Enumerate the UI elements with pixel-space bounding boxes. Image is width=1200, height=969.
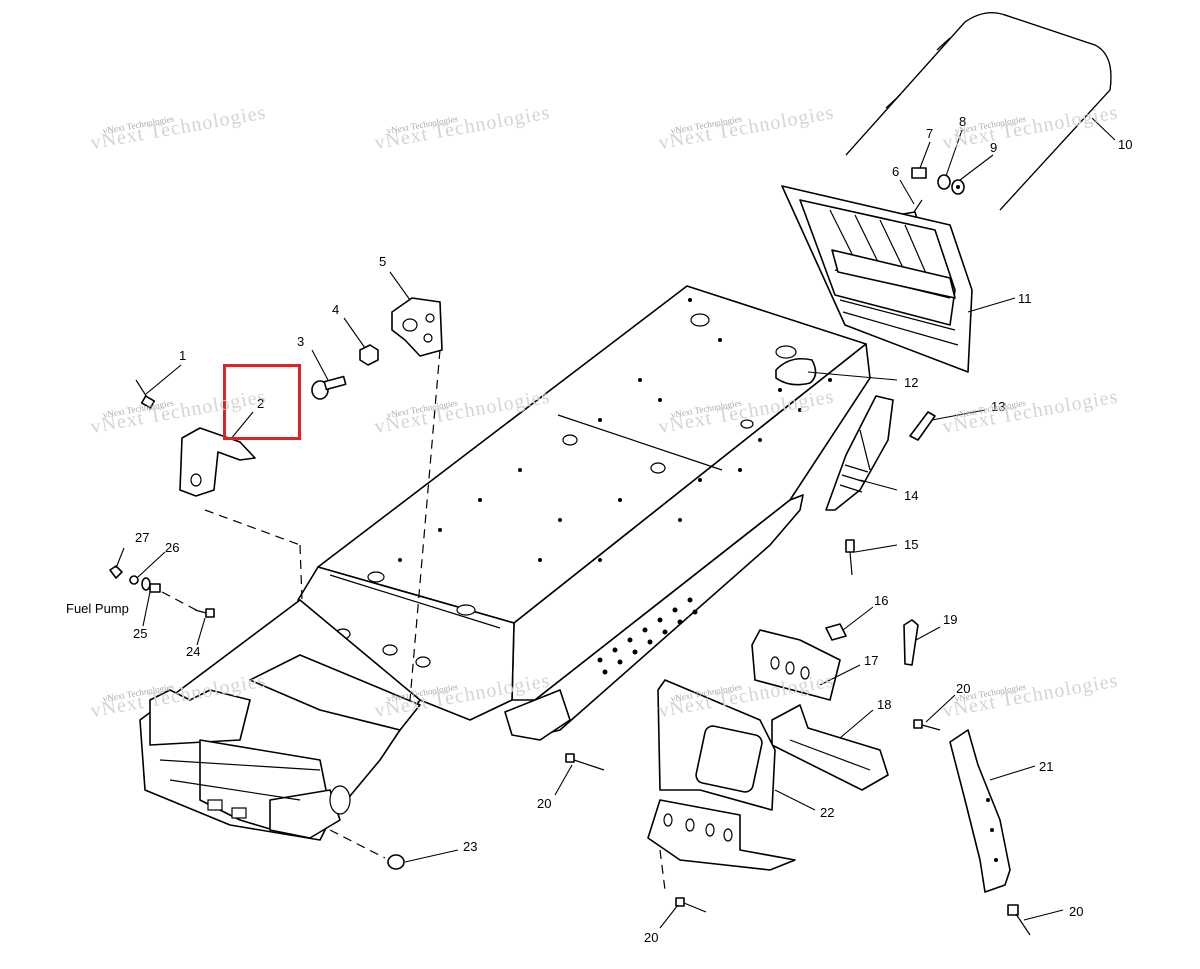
callout-15: 15	[904, 537, 919, 552]
fuel-pump-label: Fuel Pump	[66, 601, 129, 616]
callout-26: 26	[165, 540, 180, 555]
callout-17: 17	[864, 653, 879, 668]
callout-4: 4	[332, 302, 340, 317]
callout-20-c: 20	[644, 930, 659, 945]
part-4-nut	[359, 344, 379, 366]
highlight-box	[223, 364, 301, 440]
part-12-bumper-mount	[775, 357, 817, 386]
part-23-plug	[329, 829, 405, 870]
callout-12: 12	[904, 375, 919, 390]
callout-27: 27	[135, 530, 150, 545]
callout-20-a: 20	[956, 681, 971, 696]
callout-5: 5	[379, 254, 387, 269]
callout-19: 19	[943, 612, 958, 627]
part-5-plate	[391, 297, 443, 701]
part-10-grab-handle	[845, 12, 1112, 211]
part-15-rivet	[845, 539, 855, 576]
part-1-screw	[135, 379, 156, 409]
callout-18: 18	[877, 697, 892, 712]
side-perforations	[597, 597, 698, 675]
callout-20-d: 20	[1069, 904, 1084, 919]
callout-23: 23	[463, 839, 478, 854]
callout-7: 7	[926, 126, 934, 141]
callout-6: 6	[892, 164, 900, 179]
part-16-block	[825, 623, 847, 641]
callout-11: 11	[1018, 291, 1032, 306]
fuel-pump-hardware	[109, 565, 215, 618]
callout-3: 3	[297, 334, 305, 349]
front-bulkhead	[139, 599, 571, 841]
callout-20-b: 20	[537, 796, 552, 811]
part-19-strap	[903, 619, 919, 666]
part-14-running-board	[825, 395, 894, 511]
callout-10: 10	[1118, 137, 1133, 152]
part-20-rivets	[565, 719, 1031, 936]
part-13-clip	[909, 411, 936, 441]
callout-9: 9	[990, 140, 998, 155]
callout-24: 24	[186, 644, 201, 659]
part-21-heat-exchanger	[949, 729, 1011, 893]
part-17-bracket	[751, 629, 841, 701]
part-18-bracket	[771, 704, 889, 791]
tunnel	[297, 285, 871, 736]
callout-21: 21	[1039, 759, 1054, 774]
callout-22: 22	[820, 805, 835, 820]
callout-16: 16	[874, 593, 889, 608]
callout-25: 25	[133, 626, 148, 641]
callout-14: 14	[904, 488, 919, 503]
callout-8: 8	[959, 114, 967, 129]
callout-13: 13	[991, 399, 1006, 414]
part-22-bracket	[647, 679, 796, 891]
callout-2: 2	[257, 396, 265, 411]
part-2-bracket	[179, 427, 303, 601]
tunnel-rivets	[398, 298, 832, 562]
part-3-bolt	[311, 375, 347, 400]
leader-lines	[115, 117, 1116, 929]
part-11-rear-flap	[781, 185, 973, 373]
callout-1: 1	[179, 348, 187, 363]
